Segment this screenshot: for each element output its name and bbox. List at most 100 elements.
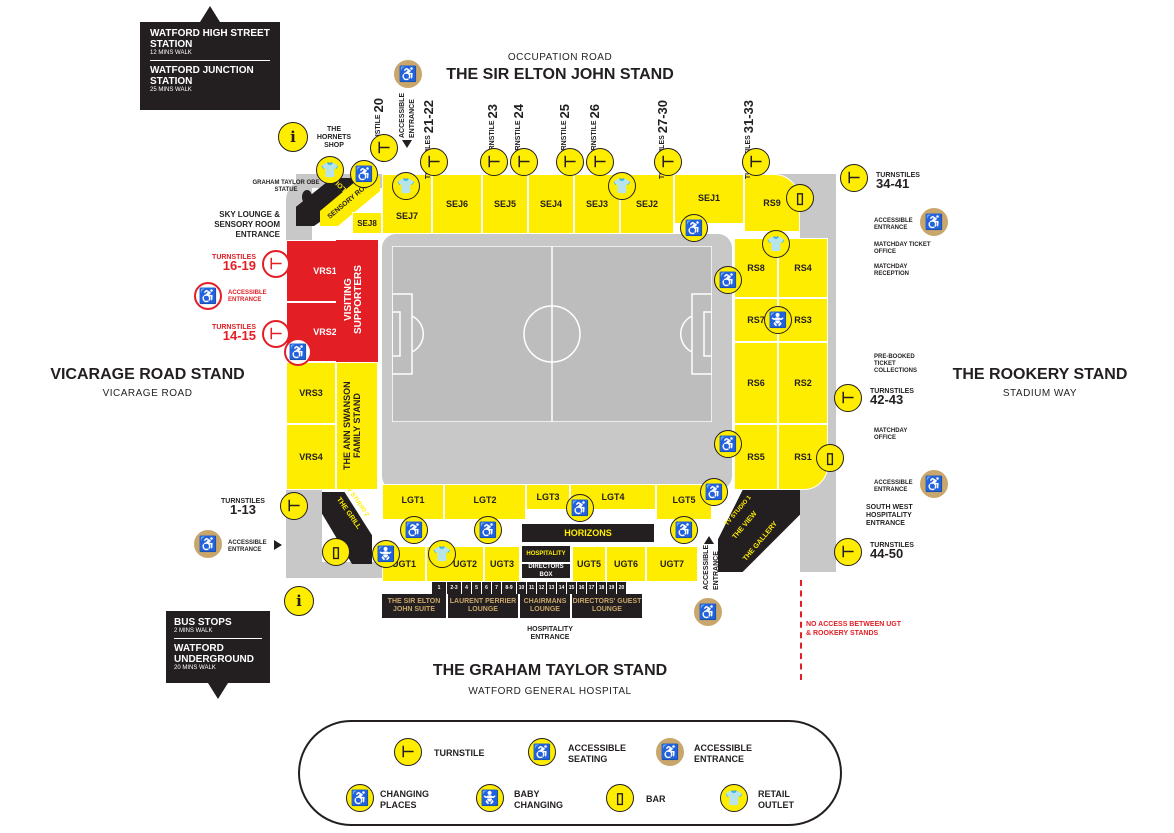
accessible-seating-icon: ♿ — [714, 266, 742, 294]
west-access-arrow — [274, 540, 282, 550]
sej6[interactable]: SEJ6 — [432, 174, 482, 234]
bar-icon: ▯ — [786, 184, 814, 212]
hospitality-box[interactable]: 15 — [567, 582, 576, 594]
chairmans-lounge[interactable]: CHAIRMANS LOUNGE — [520, 594, 570, 618]
hospitality-box[interactable]: 6 — [482, 582, 491, 594]
east-access-2-label: ACCESSIBLE ENTRANCE — [874, 480, 913, 493]
vrs3[interactable]: VRS3 — [286, 362, 336, 424]
bar-icon: ▯ — [322, 538, 350, 566]
hospitality-box[interactable]: 7 — [492, 582, 501, 594]
changing-places-icon: ♿ — [346, 784, 374, 812]
hospitality-box[interactable]: 13 — [547, 582, 556, 594]
north-road: OCCUPATION ROAD — [507, 52, 613, 63]
accessible-seating-icon: ♿ — [670, 516, 698, 544]
turnstile-icon: ⊢ — [420, 148, 448, 176]
turnstile-icon: ⊢ — [280, 492, 308, 520]
turnstile-icon: ⊢ — [370, 134, 398, 162]
bus-box: BUS STOPS 2 MINS WALK WATFORD UNDERGROUN… — [166, 611, 270, 683]
hospitality-box[interactable]: 4 — [462, 582, 471, 594]
info-icon[interactable]: i — [278, 122, 308, 152]
south-access-label: ACCESSIBLE ENTRANCE — [703, 544, 720, 590]
west-stand-title: VICARAGE ROAD STAND — [50, 366, 245, 383]
legend-baby-changing: BABY CHANGING — [514, 789, 563, 810]
accessible-seating-icon: ♿ — [566, 494, 594, 522]
high-street-walk: 12 MINS WALK — [150, 50, 192, 56]
rs2[interactable]: RS2 — [778, 342, 828, 424]
lgt3[interactable]: LGT3 — [526, 484, 570, 510]
ugt6[interactable]: UGT6 — [606, 546, 646, 582]
turnstile-icon: ⊢ — [586, 148, 614, 176]
north-stand-title: THE SIR ELTON JOHN STAND — [446, 66, 674, 83]
hospitality-box[interactable]: 17 — [587, 582, 596, 594]
junction-walk: 25 MINS WALK — [150, 87, 192, 93]
shop-label: THE HORNETS SHOP — [316, 126, 352, 149]
hospitality-box[interactable]: 1 — [432, 582, 446, 594]
hospitality-box[interactable]: 20 — [617, 582, 626, 594]
pitch-lines — [392, 246, 712, 422]
bar-icon: ▯ — [606, 784, 634, 812]
hospitality-box[interactable]: 18 — [597, 582, 606, 594]
underground-walk: 20 MINS WALK — [174, 665, 216, 671]
directors-guest-lounge[interactable]: DIRECTORS' GUEST LOUNGE — [572, 594, 642, 618]
hospitality-box[interactable]: 5 — [472, 582, 481, 594]
turnstile-icon: ⊢ — [262, 250, 290, 278]
accessible-entrance-icon: ♿ — [920, 470, 948, 498]
horizons[interactable]: HORIZONS — [522, 524, 654, 542]
visiting-supporters: VISITING SUPPORTERS — [343, 265, 364, 335]
hospitality-box[interactable]: 8-9 — [502, 582, 516, 594]
sej8[interactable]: SEJ8 — [352, 212, 382, 234]
ugt3[interactable]: UGT3 — [484, 546, 520, 582]
turnstile-icon: ⊢ — [394, 738, 422, 766]
ticket-office-label: MATCHDAY TICKET OFFICE — [874, 242, 931, 255]
vrs4[interactable]: VRS4 — [286, 424, 336, 490]
rs1[interactable]: RS1 — [778, 424, 828, 490]
hospitality-box[interactable]: 19 — [607, 582, 616, 594]
hospitality-box[interactable]: 10 — [517, 582, 526, 594]
hospitality-box[interactable]: 2-3 — [447, 582, 461, 594]
pre-booked-label: PRE-BOOKED TICKET COLLECTIONS — [874, 354, 917, 374]
lgt2[interactable]: LGT2 — [444, 484, 526, 520]
retail-outlet-icon: 👕 — [608, 172, 636, 200]
turnstile-icon: ⊢ — [510, 148, 538, 176]
sky-lounge-label: SKY LOUNGE & SENSORY ROOM ENTRANCE — [214, 210, 280, 239]
south-road: WATFORD GENERAL HOSPITAL — [468, 686, 632, 697]
legend-retail-outlet: RETAIL OUTLET — [758, 789, 794, 810]
sir-elton-suite[interactable]: THE SIR ELTON JOHN SUITE — [382, 594, 446, 618]
baby-changing-icon: 🚼 — [476, 784, 504, 812]
junction-station: WATFORD JUNCTION STATION — [150, 65, 254, 87]
hospitality-box[interactable]: 16 — [577, 582, 586, 594]
accessible-seating-icon: ♿ — [680, 214, 708, 242]
sw-hospitality-label: SOUTH WEST HOSPITALITY ENTRANCE — [866, 504, 913, 527]
east-road: STADIUM WAY — [1002, 388, 1078, 399]
accessible-entrance-icon: ♿ — [394, 60, 422, 88]
south-arrow — [208, 683, 228, 699]
ugt5[interactable]: UGT5 — [572, 546, 606, 582]
hospitality-box[interactable]: 14 — [557, 582, 566, 594]
rs5[interactable]: RS5 — [734, 424, 778, 490]
laurent-perrier[interactable]: LAURENT PERRIER LOUNGE — [448, 594, 518, 618]
north-access-arrow — [402, 140, 412, 148]
lgt1[interactable]: LGT1 — [382, 484, 444, 520]
info-icon[interactable]: i — [284, 586, 314, 616]
accessible-seating-icon: ♿ — [284, 338, 312, 366]
reception-label: MATCHDAY RECEPTION — [874, 264, 910, 277]
sej1[interactable]: SEJ1 — [674, 174, 744, 224]
hospitality-box[interactable]: 11 — [527, 582, 536, 594]
legend-changing-places: CHANGING PLACES — [380, 789, 429, 810]
north-access-label: ACCESSIBLE ENTRANCE — [399, 92, 416, 138]
west-access-label: ACCESSIBLE ENTRANCE — [228, 540, 267, 553]
ugt7[interactable]: UGT7 — [646, 546, 698, 582]
sej5[interactable]: SEJ5 — [482, 174, 528, 234]
south-access-arrow — [704, 536, 714, 544]
turnstile-icon: ⊢ — [742, 148, 770, 176]
bus-stops: BUS STOPS — [174, 617, 232, 628]
sej4[interactable]: SEJ4 — [528, 174, 574, 234]
rs6[interactable]: RS6 — [734, 342, 778, 424]
hospitality-box[interactable]: 12 — [537, 582, 546, 594]
accessible-seating-icon: ♿ — [714, 430, 742, 458]
no-access-line — [800, 580, 802, 680]
east-access-1-label: ACCESSIBLE ENTRANCE — [874, 218, 913, 231]
